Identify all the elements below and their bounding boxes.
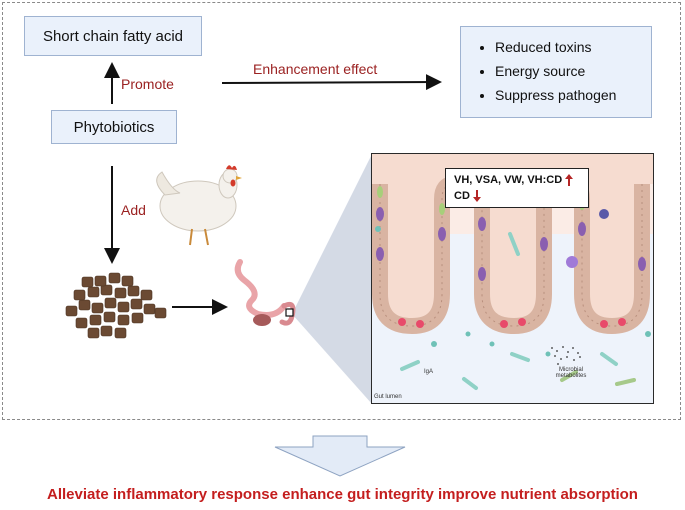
gut-lumen-label: Gut lumen (374, 394, 402, 400)
arrow-up-icon (565, 174, 574, 186)
dashed-frame (2, 2, 681, 420)
effect-item: Energy source (495, 61, 651, 81)
indicator-up-text: VH, VSA, VW, VH:CD (454, 174, 563, 186)
effect-item: Suppress pathogen (495, 85, 651, 105)
effect-item: Reduced toxins (495, 37, 651, 57)
conclusion-text: Alleviate inflammatory response enhance … (47, 486, 638, 503)
indicator-up-row: VH, VSA, VW, VH:CD (454, 172, 588, 188)
promote-label: Promote (121, 76, 174, 92)
zoom-wedge (292, 154, 372, 404)
enhancement-effect-label: Enhancement effect (253, 61, 378, 77)
effects-box: Reduced toxins Energy source Suppress pa… (460, 26, 652, 118)
short-chain-fatty-acid-box: Short chain fatty acid (24, 16, 202, 56)
indicator-down-row: CD (454, 188, 588, 204)
iga-label: IgA (424, 369, 434, 375)
indicator-down-text: CD (454, 190, 470, 202)
effects-list: Reduced toxins Energy source Suppress pa… (479, 37, 651, 105)
intestine-illustration (234, 259, 296, 326)
arrow-down-icon (472, 190, 481, 202)
microbial-metabolites-label: Microbial metabolites (555, 367, 587, 379)
add-label: Add (121, 202, 146, 218)
phytobiotics-box: Phytobiotics (51, 110, 177, 144)
feed-pellets-illustration (65, 272, 167, 339)
phytobiotics-label: Phytobiotics (73, 118, 155, 136)
enhancement-arrow (221, 74, 442, 91)
villus-indicator-box: VH, VSA, VW, VH:CD CD (445, 168, 589, 208)
chicken-illustration (156, 165, 242, 246)
short-chain-fatty-acid-label: Short chain fatty acid (42, 27, 184, 45)
down-arrow-large (274, 435, 406, 477)
